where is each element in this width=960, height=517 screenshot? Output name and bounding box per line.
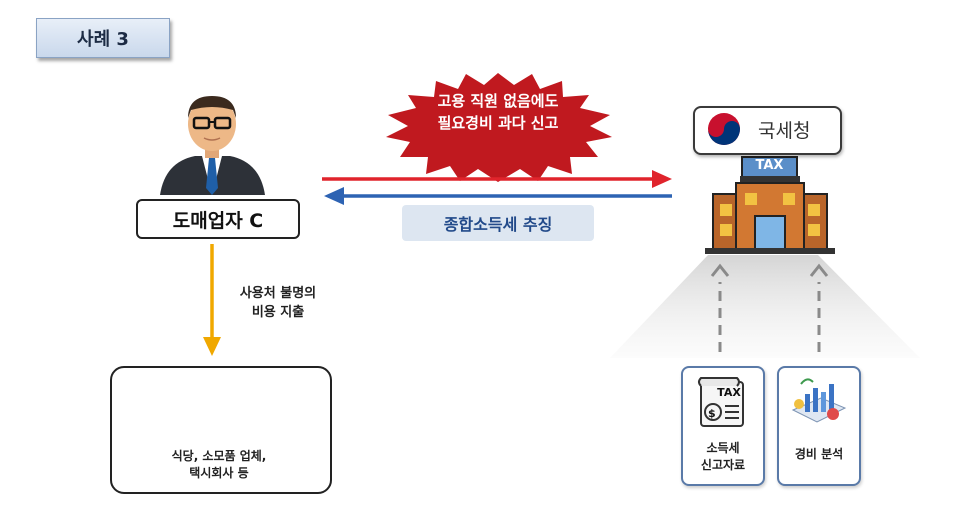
data-arrows: [710, 263, 829, 352]
merchants-box: [110, 366, 332, 494]
analysis-beam: [610, 255, 920, 358]
merchants-line-2: 택시회사 등: [189, 466, 249, 480]
tax-return-text: 소득세 신고자료: [683, 440, 763, 474]
burst-line-2: 필요경비 과다 신고: [437, 114, 559, 132]
case-badge: 사례 3: [36, 18, 170, 58]
expense-text: 사용처 불명의 비용 지출: [218, 284, 338, 322]
tax-office-building-icon: [705, 156, 835, 254]
agency-name: 국세청: [758, 120, 811, 142]
merchants-line-1: 식당, 소모품 업체,: [171, 449, 267, 463]
businessman-icon: [160, 96, 265, 195]
wholesaler-label: 도매업자 C: [136, 199, 300, 239]
analysis-chart-icon: [791, 378, 847, 423]
agency-emblem-icon: [708, 113, 740, 145]
expense-arrow: [203, 244, 221, 356]
building-sign: TAX: [755, 158, 784, 173]
report-arrow: [322, 170, 672, 188]
tax-return-line-2: 신고자료: [700, 458, 746, 472]
dollar-sign: $: [708, 407, 716, 420]
warning-burst: [386, 73, 612, 182]
expense-line-1: 사용처 불명의: [239, 286, 317, 301]
over-reporting-text: 고용 직원 없음에도 필요경비 과다 신고: [388, 90, 608, 134]
tax-document-icon: [698, 377, 744, 427]
merchants-text: 식당, 소모품 업체, 택시회사 등: [112, 448, 326, 482]
burst-line-1: 고용 직원 없음에도: [437, 92, 559, 110]
tax-collection-label: 종합소득세 추징: [402, 205, 594, 241]
expense-line-2: 비용 지출: [251, 305, 305, 320]
expense-analysis-card: 경비 분석: [777, 366, 861, 486]
collection-arrow: [324, 187, 672, 205]
tax-return-line-1: 소득세: [706, 441, 740, 455]
expense-analysis-text: 경비 분석: [794, 447, 844, 461]
tax-document-icon-label: TAX: [717, 386, 741, 399]
tax-return-card: TAX $ 소득세 신고자료: [681, 366, 765, 486]
